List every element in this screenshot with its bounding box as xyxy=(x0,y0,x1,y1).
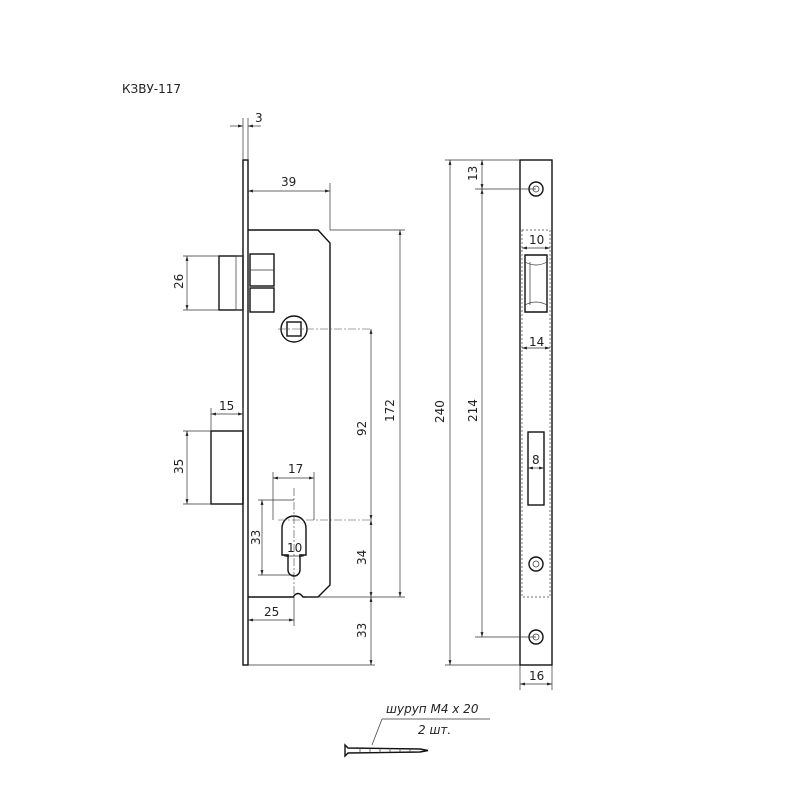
cylinder-cutout xyxy=(281,515,307,577)
latch-opening xyxy=(524,254,548,313)
dim-34: 34 xyxy=(355,550,369,565)
dim-14: 14 xyxy=(529,335,544,349)
screw-note-line2: 2 шт. xyxy=(418,723,451,737)
dim-25: 25 xyxy=(264,605,279,619)
lock-body-view: 3 39 26 15 35 17 33 10 xyxy=(172,111,405,666)
dim-10-cylinder: 10 xyxy=(287,541,302,555)
screw-hole-middle xyxy=(528,556,544,572)
dim-17: 17 xyxy=(288,462,303,476)
dim-10-strike: 10 xyxy=(529,233,544,247)
dim-26: 26 xyxy=(172,274,186,289)
strike-plate-view: 240 13 214 10 14 8 16 xyxy=(433,159,553,690)
latch-bolt xyxy=(218,253,275,313)
dim-214: 214 xyxy=(466,399,480,422)
dead-bolt xyxy=(210,430,244,505)
screw-note-line1: шуруп М4 х 20 xyxy=(386,702,479,716)
dim-172: 172 xyxy=(383,399,397,422)
bolt-opening xyxy=(527,431,545,506)
dim-16: 16 xyxy=(529,669,544,683)
dim-35: 35 xyxy=(172,459,186,474)
strike-plate xyxy=(519,159,553,666)
dim-33-bottom: 33 xyxy=(355,623,369,638)
screw-icon xyxy=(344,743,429,758)
screw-note: шуруп М4 х 20 2 шт. xyxy=(344,702,490,758)
dim-33-cylinder: 33 xyxy=(249,530,263,545)
dim-92: 92 xyxy=(355,421,369,436)
drawing-title: КЗВУ-117 xyxy=(122,82,181,96)
dim-39: 39 xyxy=(281,175,296,189)
dim-13: 13 xyxy=(466,166,480,181)
dim-240: 240 xyxy=(433,400,447,423)
faceplate xyxy=(242,159,249,666)
lock-body-outline xyxy=(521,229,551,598)
dim-8: 8 xyxy=(532,453,540,467)
dim-3: 3 xyxy=(255,111,263,125)
dim-15: 15 xyxy=(219,399,234,413)
